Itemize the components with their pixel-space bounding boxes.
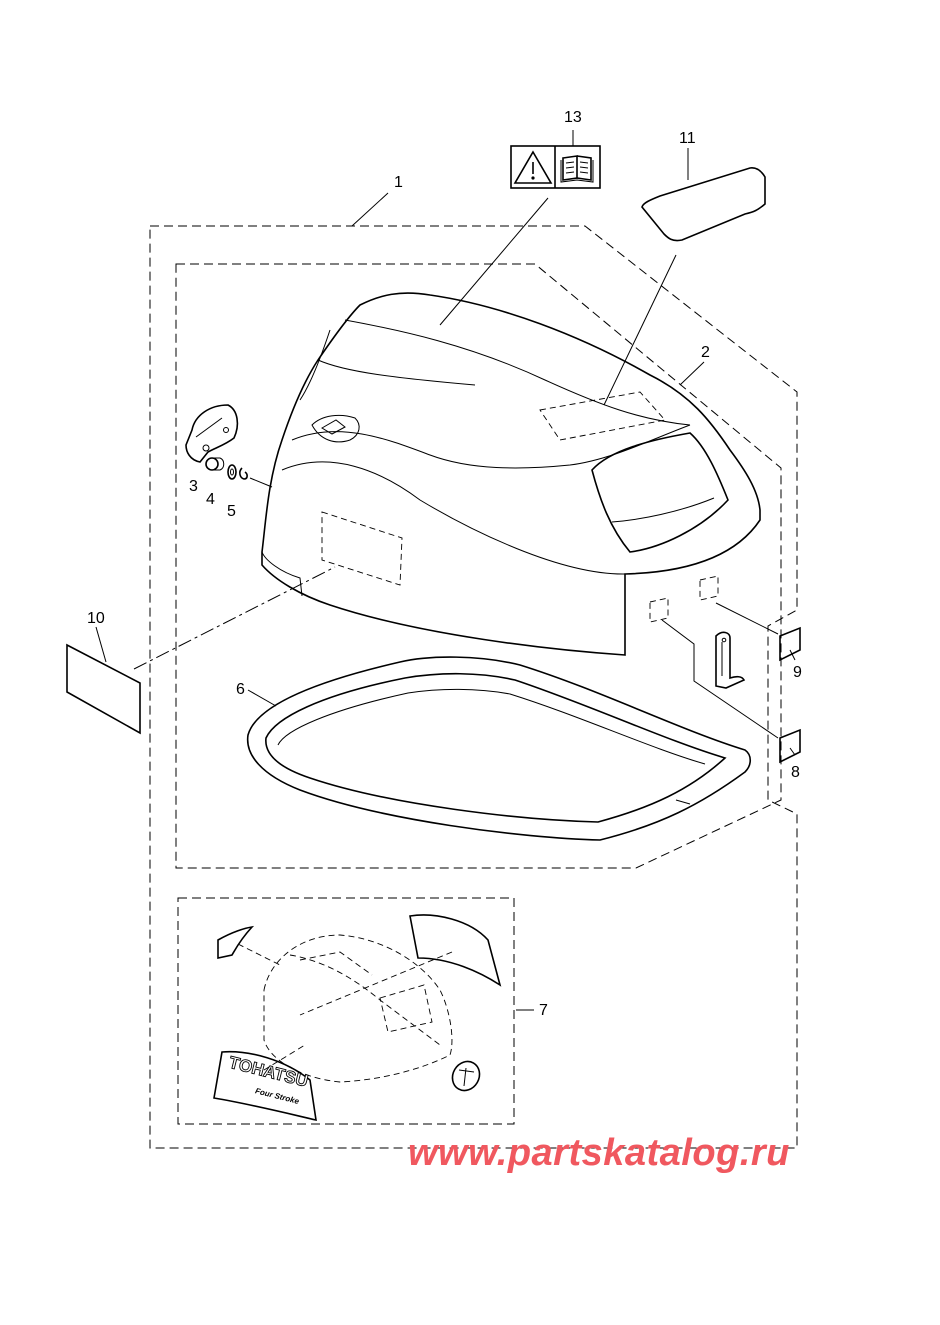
bracket <box>715 631 746 689</box>
leader-lines <box>95 130 796 1071</box>
engine-cover-part-2 <box>261 292 761 656</box>
tohatsu-subtext: Four Stroke <box>254 1086 300 1106</box>
label-part-8 <box>779 728 801 764</box>
callout-13: 13 <box>564 109 582 126</box>
callout-8: 8 <box>791 764 800 781</box>
label-part-10 <box>66 643 141 735</box>
emblem-icon <box>451 1060 481 1092</box>
seal-part-6 <box>246 656 752 841</box>
group-boundary-7 <box>177 897 515 1125</box>
callout-7: 7 <box>539 1002 548 1019</box>
group-boundary-1 <box>149 225 798 1149</box>
callout-9: 9 <box>793 664 802 681</box>
callout-6: 6 <box>236 681 245 698</box>
group-boundary-2 <box>175 263 782 869</box>
callout-3: 3 <box>189 478 198 495</box>
callout-2: 2 <box>701 344 710 361</box>
manual-book-icon <box>560 155 594 183</box>
callout-4: 4 <box>206 491 215 508</box>
decal-set-part-7: TOHATSU Four Stroke <box>213 914 502 1122</box>
lock-plate <box>185 404 248 480</box>
callout-1: 1 <box>394 174 403 191</box>
callout-5: 5 <box>227 503 236 520</box>
tohatsu-decal: TOHATSU Four Stroke <box>213 1050 317 1122</box>
callout-numbers: 1 2 3 4 5 6 7 8 9 10 11 13 <box>87 109 802 1019</box>
warning-decal-part-13 <box>510 145 601 189</box>
watermark-text: www.partskatalog.ru <box>408 1132 790 1174</box>
label-part-9 <box>779 626 801 662</box>
warning-triangle-icon <box>513 150 553 184</box>
label-part-11 <box>641 167 766 242</box>
callout-10: 10 <box>87 610 105 627</box>
callout-11: 11 <box>679 130 696 147</box>
